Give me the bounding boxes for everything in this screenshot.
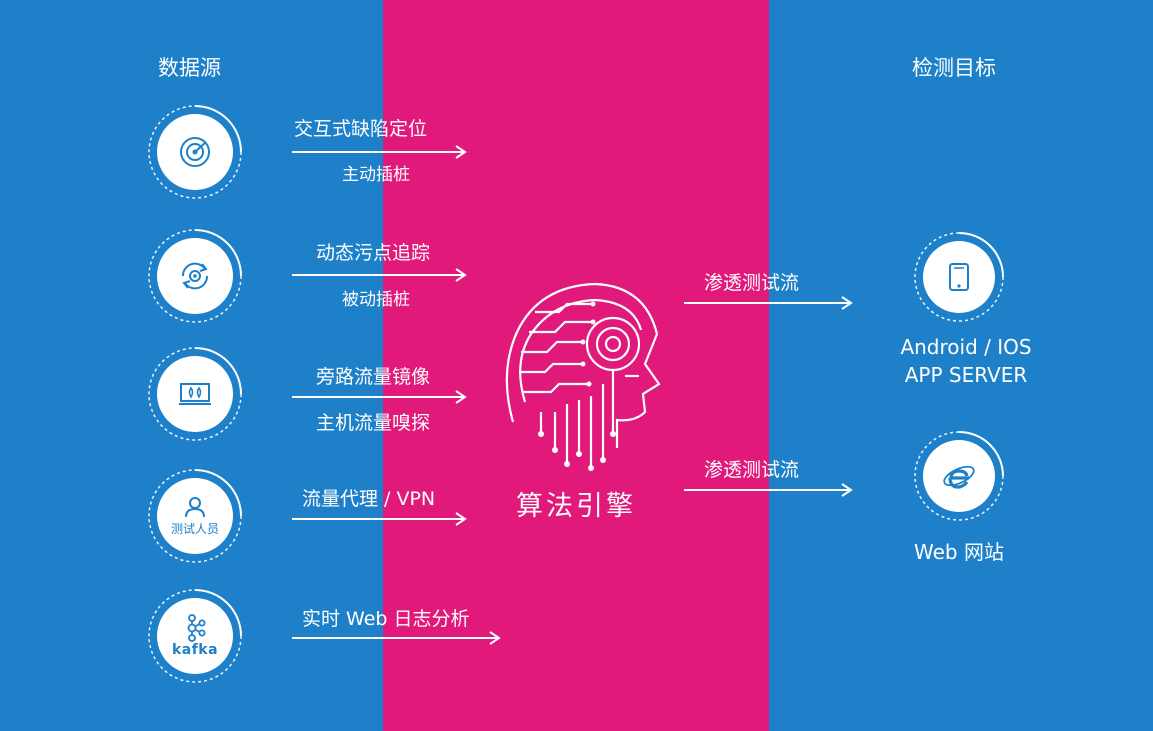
source-item-interactive — [147, 104, 243, 200]
flow-label-app: 渗透测试流 — [704, 272, 800, 294]
source-4-method: 流量代理 / VPN — [302, 488, 436, 510]
kafka-caption: kafka — [171, 642, 219, 658]
tablet-icon — [923, 241, 995, 313]
source-item-tester: 测试人员 — [147, 468, 243, 564]
target-web — [913, 430, 1005, 522]
radar-icon — [157, 114, 233, 190]
source-3-sub: 主机流量嗅探 — [316, 412, 431, 434]
source-1-sub: 主动插桩 — [342, 165, 410, 185]
source-3-arrow — [292, 390, 467, 404]
user-icon: 测试人员 — [157, 478, 233, 554]
source-3-method: 旁路流量镜像 — [316, 366, 431, 388]
source-5-method: 实时 Web 日志分析 — [302, 608, 470, 630]
source-item-mirror — [147, 346, 243, 442]
source-2-method: 动态污点追踪 — [316, 242, 431, 264]
source-1-arrow — [292, 145, 467, 159]
target-web-label: Web 网站 — [914, 540, 1004, 564]
target-app-server — [913, 231, 1005, 323]
circuit-head-icon — [505, 282, 661, 471]
engine-label: 算法引擎 — [516, 491, 636, 522]
source-item-kafka: kafka — [147, 588, 243, 684]
flow-label-web: 渗透测试流 — [704, 459, 800, 481]
tester-caption: 测试人员 — [170, 521, 219, 536]
source-2-arrow — [292, 268, 467, 282]
source-item-taint — [147, 228, 243, 324]
targets-heading: 检测目标 — [912, 56, 996, 80]
source-4-arrow — [292, 512, 467, 526]
right-panel — [769, 0, 1153, 731]
source-2-sub: 被动插桩 — [342, 290, 410, 310]
traffic-mirror-icon — [157, 356, 233, 432]
refresh-radar-icon — [157, 238, 233, 314]
source-5-arrow — [292, 631, 501, 645]
source-1-method: 交互式缺陷定位 — [294, 118, 428, 140]
flow-arrow-web — [684, 483, 853, 497]
sources-heading: 数据源 — [158, 56, 221, 80]
target-app-label: Android / IOS APP SERVER — [856, 333, 1076, 389]
flow-arrow-app — [684, 296, 853, 310]
center-panel — [383, 0, 769, 731]
ie-browser-icon — [923, 440, 995, 512]
kafka-icon: kafka — [157, 598, 233, 674]
target-app-line1: Android / IOS — [900, 335, 1032, 359]
target-app-line2: APP SERVER — [904, 363, 1028, 387]
